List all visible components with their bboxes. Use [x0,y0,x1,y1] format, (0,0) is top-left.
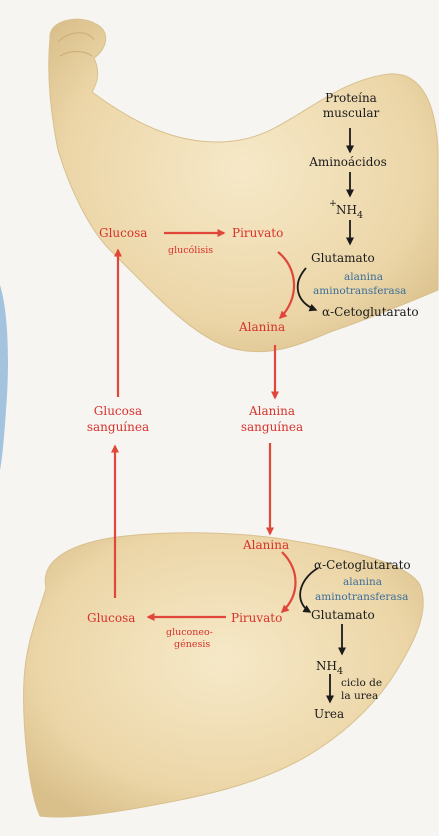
label-alanina-sanguinea-line2: sanguínea [241,420,303,434]
label-enzyme-liver-line2: aminotransferasa [315,591,408,603]
label-glucolisis: glucólisis [168,245,213,256]
label-glutamato-muscle: Glutamato [311,251,375,265]
label-glucosa-muscle: Glucosa [99,226,147,240]
label-glucosa-liver: Glucosa [87,611,135,625]
label-alanina-liver: Alanina [242,538,289,552]
label-alanina-muscle: Alanina [238,320,285,334]
label-cetoglutarato-muscle: α-Cetoglutarato [322,305,419,319]
arm-muscle-illustration [49,19,438,351]
label-glucosa-sanguinea-line2: sanguínea [87,420,149,434]
label-proteina-muscular-line1: Proteína [325,91,377,105]
label-enzyme-muscle-line1: alanina [344,271,383,283]
label-proteina-muscular-line2: muscular [323,106,380,120]
label-ciclo-urea-line2: la urea [341,690,378,702]
label-piruvato-liver: Piruvato [231,611,282,625]
svg-text:4: 4 [357,210,363,221]
svg-text:NH: NH [336,203,357,217]
label-enzyme-liver-line1: alanina [343,576,382,588]
label-cetoglutarato-liver: α-Cetoglutarato [314,558,411,572]
label-enzyme-muscle-line2: aminotransferasa [313,285,406,297]
label-urea: Urea [314,707,344,721]
page-edge [0,285,8,470]
label-alanina-sanguinea-line1: Alanina [248,404,295,418]
svg-text:NH: NH [316,659,337,673]
label-gluconeogenesis-line2: génesis [174,639,210,650]
label-glutamato-liver: Glutamato [311,608,375,622]
label-ciclo-urea-line1: ciclo de [341,677,382,689]
label-glucosa-sanguinea-line1: Glucosa [94,404,142,418]
label-aminoacidos: Aminoácidos [308,155,387,169]
label-gluconeogenesis-line1: gluconeo- [166,627,213,638]
svg-text:4: 4 [337,666,343,677]
label-piruvato-muscle: Piruvato [232,226,283,240]
